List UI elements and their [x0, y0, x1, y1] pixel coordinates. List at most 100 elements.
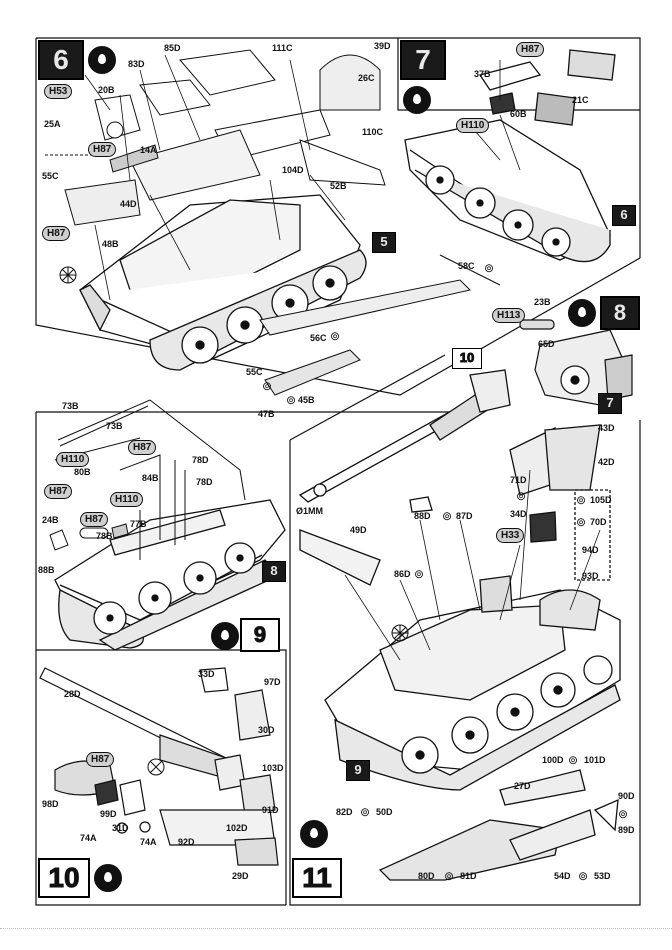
part-label: 25A — [44, 119, 61, 129]
step-number-9: 9 — [240, 618, 280, 652]
part-label: 43D — [598, 423, 615, 433]
part-label: 55C — [246, 367, 263, 377]
step-number-10: 10 — [38, 858, 90, 898]
part-label: 103D — [262, 763, 284, 773]
part-label: 58C — [458, 261, 475, 271]
paint-ref-badge: H53 — [44, 84, 73, 99]
tank-step7 — [404, 49, 616, 263]
part-label: 84B — [142, 473, 159, 483]
part-label: 104D — [282, 165, 304, 175]
part-label: 23B — [534, 297, 551, 307]
part-label: 111C — [272, 43, 293, 53]
ref-step-6: 6 — [612, 205, 636, 226]
part-label: 42D — [598, 457, 615, 467]
part-label: 82D — [336, 807, 353, 817]
paint-drop-icon — [300, 820, 328, 848]
part-label: 98D — [42, 799, 59, 809]
part-label: 93D — [582, 571, 599, 581]
paint-ref-badge: H87 — [88, 142, 117, 157]
step-number-8: 8 — [600, 296, 640, 330]
part-label: 78D — [196, 477, 213, 487]
paint-ref-badge: H110 — [56, 452, 90, 467]
part-label: 14A — [140, 145, 157, 155]
glue-icon: ⊚ — [568, 753, 579, 767]
part-label: 48B — [102, 239, 119, 249]
step-number-11: 11 — [292, 858, 342, 898]
glue-icon: ⊚ — [516, 489, 527, 503]
part-label: 30D — [258, 725, 275, 735]
part-label: 110C — [362, 127, 384, 137]
part-label: 52B — [330, 181, 347, 191]
part-label: 74A — [140, 837, 157, 847]
paint-ref-badge: H33 — [496, 528, 525, 543]
part-label: 99D — [100, 809, 117, 819]
glue-icon: ⊚ — [414, 567, 425, 581]
part-label: 105D — [590, 495, 612, 505]
glue-icon: ⊚ — [484, 261, 495, 275]
part-label: 39D — [374, 41, 391, 51]
part-label: 44D — [120, 199, 137, 209]
part-label: 20B — [98, 85, 115, 95]
part-label: 91D — [262, 805, 279, 815]
part-label: 89D — [618, 825, 635, 835]
part-label: 27D — [514, 781, 531, 791]
paint-drop-icon — [211, 622, 239, 650]
step-number-6: 6 — [38, 40, 84, 80]
glue-icon: ⊚ — [262, 379, 273, 393]
glue-icon: ⊚ — [576, 515, 587, 529]
ref-step-5: 5 — [372, 232, 396, 253]
part-label: 31D — [112, 823, 129, 833]
detail-step8 — [519, 319, 633, 406]
step-number-7: 7 — [400, 40, 446, 80]
part-label: 78B — [96, 531, 113, 541]
part-label: 80D — [418, 871, 435, 881]
paint-drop-icon — [94, 864, 122, 892]
part-label: 83D — [128, 59, 145, 69]
diameter-note: Ø1MM — [296, 506, 323, 516]
page-footer-rule — [0, 928, 672, 929]
part-label: 49D — [350, 525, 367, 535]
part-label: 92D — [178, 837, 195, 847]
paint-ref-badge: H87 — [44, 484, 73, 499]
paint-ref-badge: H87 — [516, 42, 545, 57]
part-label: 85D — [164, 43, 181, 53]
gun-barrel-step10 — [298, 369, 511, 503]
glue-icon: ⊚ — [578, 869, 589, 883]
part-label: 86D — [394, 569, 411, 579]
paint-ref-badge: H87 — [42, 226, 71, 241]
part-label: 80B — [74, 467, 91, 477]
gun-parts-step10 — [39, 667, 279, 866]
ref-step-8: 8 — [262, 561, 286, 582]
part-label: 74A — [80, 833, 97, 843]
hull-step9 — [54, 499, 286, 651]
part-label: 81D — [460, 871, 477, 881]
part-label: 26C — [358, 73, 375, 83]
part-label: 53D — [594, 871, 611, 881]
part-label: 33D — [198, 669, 215, 679]
glue-icon: ⊚ — [618, 807, 629, 821]
paint-ref-badge: H110 — [110, 492, 144, 507]
part-label: 101D — [584, 755, 606, 765]
part-label: 21C — [572, 95, 589, 105]
part-label: 54D — [554, 871, 571, 881]
part-label: 100D — [542, 755, 564, 765]
part-label: 24B — [42, 515, 59, 525]
part-label: 55C — [42, 171, 59, 181]
paint-ref-badge: H113 — [492, 308, 526, 323]
paint-drop-icon — [568, 299, 596, 327]
part-label: 88D — [414, 511, 431, 521]
part-label: 47B — [258, 409, 275, 419]
part-label: 102D — [226, 823, 248, 833]
part-label: 77B — [130, 519, 147, 529]
ref-step-10: 10 — [452, 348, 482, 369]
glue-icon: ⊚ — [286, 393, 297, 407]
part-label: 50D — [376, 807, 393, 817]
part-label: 34D — [510, 509, 527, 519]
part-label: 73B — [62, 401, 79, 411]
hull-step6 — [79, 194, 367, 371]
part-label: 56C — [310, 333, 327, 343]
part-label: 87D — [456, 511, 473, 521]
ref-step-9: 9 — [346, 760, 370, 781]
